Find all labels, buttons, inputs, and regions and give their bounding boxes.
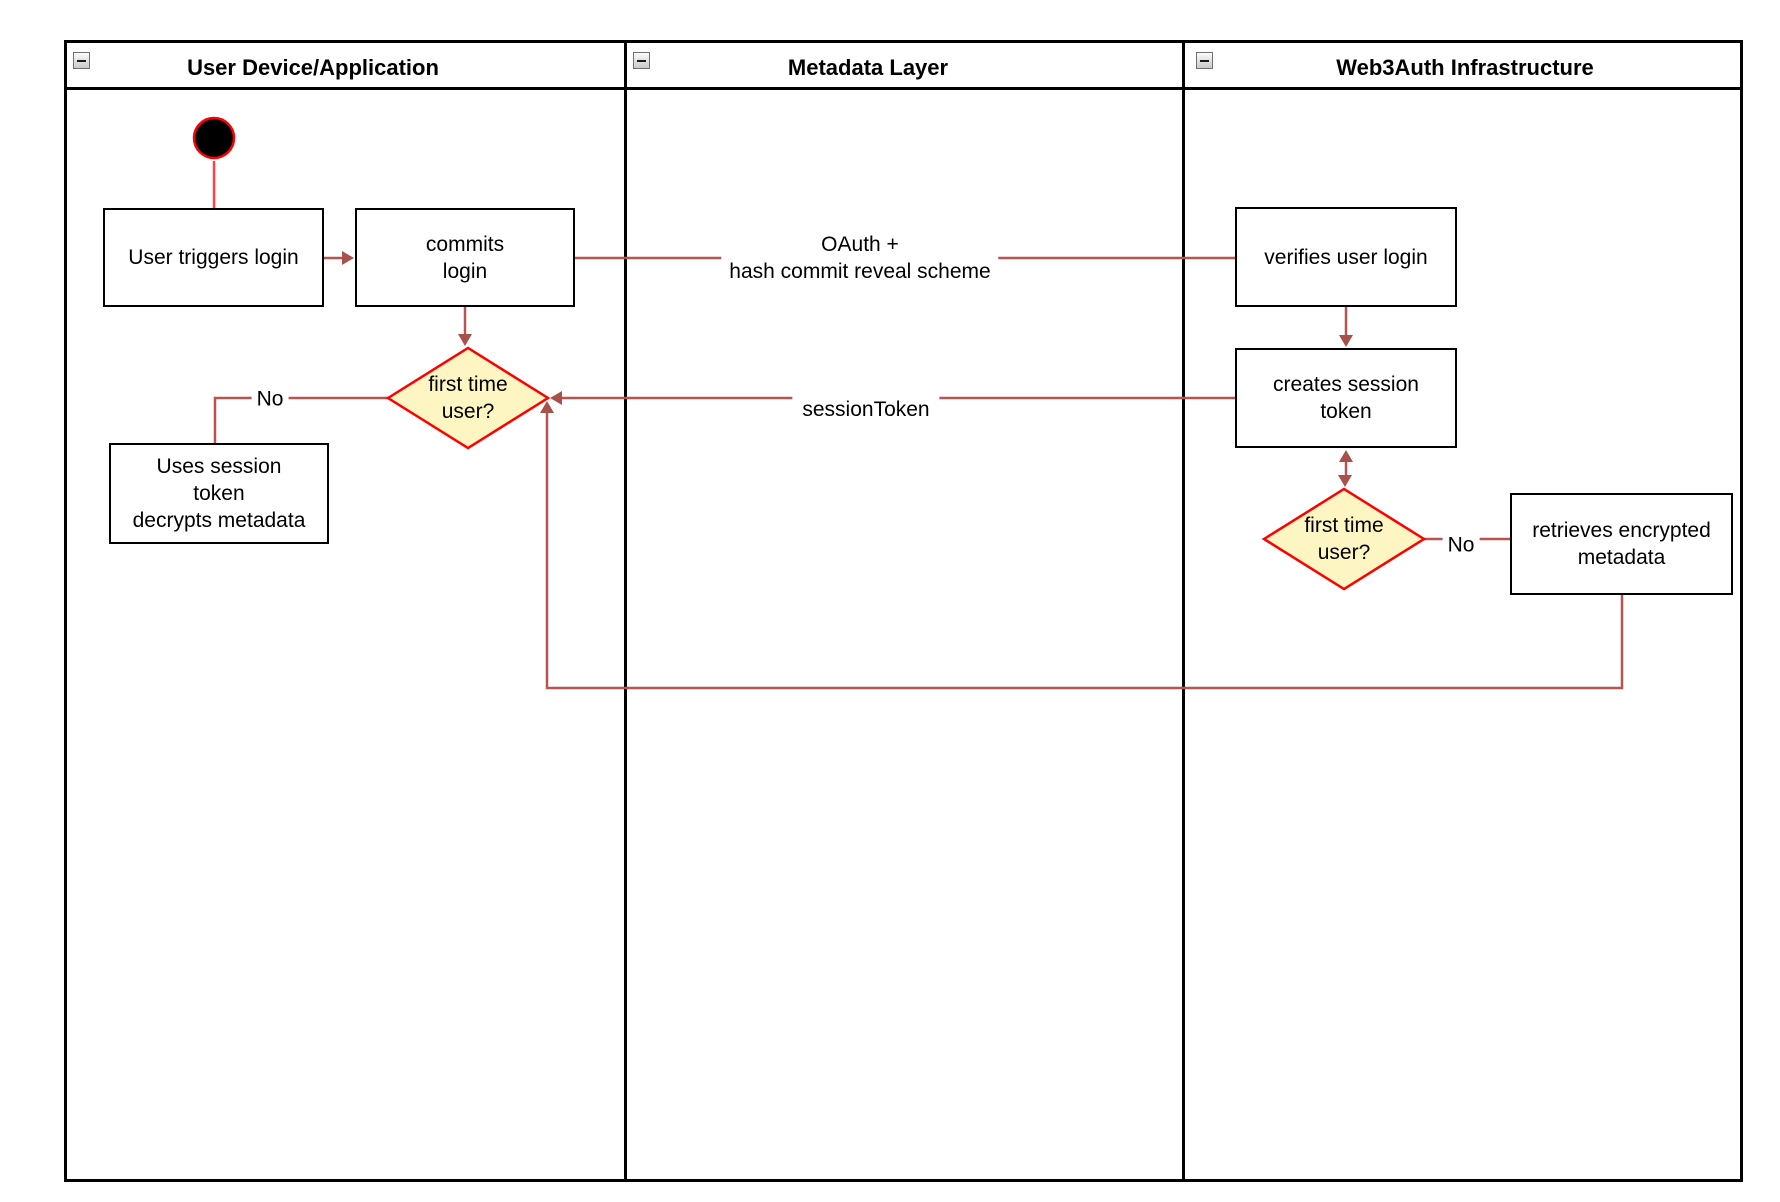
edge-label-no-left: No [251, 385, 289, 413]
lane-title-web3auth: Web3Auth Infrastructure [1336, 55, 1594, 80]
edge-label-session-token: sessionToken [792, 394, 940, 427]
arrowhead-right-icon [342, 251, 354, 265]
activity-node-verifies-user-login[interactable]: verifies user login [1235, 207, 1457, 307]
minus-icon [77, 59, 86, 62]
activity-node-commits-login[interactable]: commits login [355, 208, 575, 307]
lane-title-metadata-layer: Metadata Layer [787, 55, 949, 80]
decision-label-first-time-user-right: first time user? [1304, 514, 1384, 564]
node-label: User triggers login [128, 246, 299, 269]
edge-no-to-uses-session [213, 396, 388, 443]
activity-node-user-triggers-login[interactable]: User triggers login [103, 208, 324, 307]
lane-header-underline [67, 87, 1740, 90]
arrowhead-up-icon [540, 401, 554, 413]
arrowhead-down-icon [1338, 475, 1352, 487]
collapse-lane-metadata-layer-button[interactable] [633, 52, 650, 69]
decision-label-first-time-user-left: first time user? [428, 373, 508, 423]
arrowhead-left-icon [550, 391, 562, 405]
node-label: verifies user login [1264, 245, 1428, 269]
lane-divider [1182, 43, 1185, 1179]
edge-retrieves-loop-to-decision [545, 413, 1624, 690]
node-label: Uses session token decrypts metadata [132, 455, 306, 532]
node-label: retrieves encrypted metadata [1532, 519, 1711, 569]
lane-divider [624, 43, 627, 1179]
activity-node-creates-session-token[interactable]: creates session token [1235, 348, 1457, 448]
node-label: commits login [425, 232, 505, 283]
collapse-lane-user-device-button[interactable] [73, 52, 90, 69]
edge-label-oauth-hash-commit: OAuth + hash commit reveal scheme [721, 231, 999, 285]
activity-node-retrieves-encrypted-metadata[interactable]: retrieves encrypted metadata [1510, 493, 1733, 595]
arrowhead-down-icon [458, 334, 472, 346]
minus-icon [637, 59, 646, 62]
swimlane-frame [64, 40, 1743, 1182]
edge-label-no-right: No [1442, 531, 1480, 559]
collapse-lane-web3auth-button[interactable] [1196, 52, 1213, 69]
arrowhead-down-icon [1339, 335, 1353, 347]
decision-node-first-time-user-left[interactable] [385, 346, 551, 450]
arrowhead-up-icon [1339, 450, 1353, 462]
lane-title-user-device: User Device/Application [187, 55, 439, 80]
minus-icon [1200, 59, 1209, 62]
activity-node-uses-session-token[interactable]: Uses session token decrypts metadata [109, 443, 329, 544]
decision-node-first-time-user-right[interactable] [1261, 487, 1427, 591]
initial-node[interactable] [192, 116, 236, 160]
node-label: creates session token [1273, 373, 1419, 423]
